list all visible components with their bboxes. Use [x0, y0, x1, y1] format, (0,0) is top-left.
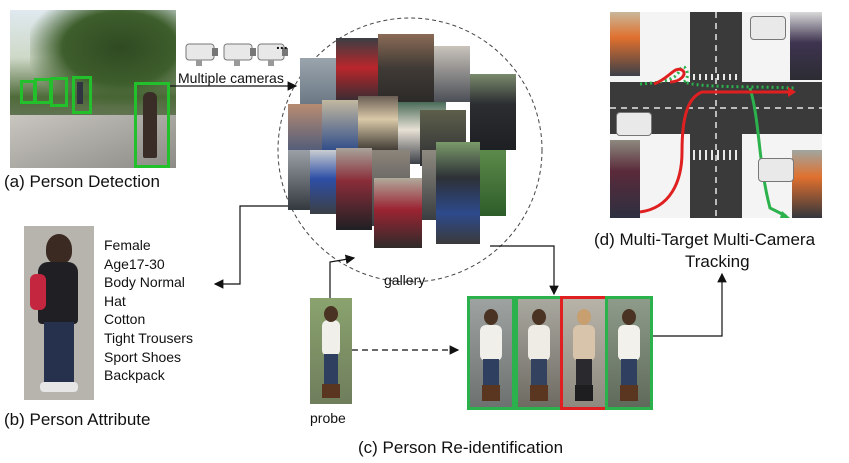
caption-tracking-line1: (d) Multi-Target Multi-Camera	[594, 230, 816, 249]
attribute-item: Cotton	[104, 311, 146, 328]
camera-ellipsis: ...	[276, 36, 288, 52]
gallery-image	[310, 150, 336, 214]
camera-icon	[616, 112, 652, 136]
detection-box	[72, 76, 92, 114]
attribute-item: Female	[104, 237, 151, 253]
caption-person-reid: (c) Person Re-identification	[358, 438, 564, 457]
attribute-item: Age17-30	[104, 255, 165, 272]
green-track	[748, 87, 787, 218]
person-body	[618, 325, 640, 361]
camera-icon	[257, 43, 288, 66]
camera-icon	[750, 16, 786, 40]
detection-box	[50, 77, 68, 107]
gallery-image	[336, 38, 378, 104]
tree-foliage	[30, 10, 176, 105]
red-arrowhead	[788, 87, 796, 97]
reid-mismatch-result	[560, 296, 608, 410]
red-track	[639, 90, 788, 214]
camera-icon	[758, 158, 794, 182]
camera-icon	[223, 43, 256, 66]
gallery-label: gallery	[384, 272, 426, 288]
detection-scene	[10, 10, 176, 168]
gallery-image	[434, 46, 470, 102]
person-legs	[621, 359, 637, 389]
tracked-person-image	[610, 140, 640, 218]
gallery-image	[470, 74, 516, 150]
person-head	[577, 309, 591, 325]
attribute-item: Sport Shoes	[104, 348, 182, 365]
green-arrowhead	[780, 211, 790, 218]
attribute-item: Body Normal	[104, 274, 185, 291]
person-head	[484, 309, 498, 325]
person-legs	[44, 322, 74, 384]
caption-person-detection: (a) Person Detection	[4, 172, 160, 191]
tracked-person-image	[792, 150, 822, 218]
pedestrian	[77, 82, 83, 104]
reid-match-result	[515, 296, 563, 410]
red-track	[653, 67, 686, 86]
person-boots	[620, 385, 638, 401]
backpack	[30, 274, 46, 310]
reid-match-result	[605, 296, 653, 410]
person-boots	[575, 385, 593, 401]
person-boots	[322, 384, 340, 398]
gallery-image	[436, 142, 480, 244]
person-body	[480, 325, 502, 361]
detection-box	[134, 82, 170, 168]
person-head	[46, 234, 72, 264]
gallery-image	[288, 150, 310, 210]
person-boots	[482, 385, 500, 401]
person-legs	[576, 359, 592, 389]
tracked-person-image	[790, 12, 822, 80]
attribute-list: Female Age17-30 Body Normal Hat Cotton T…	[104, 236, 193, 385]
person-legs	[483, 359, 499, 389]
gallery-circle	[277, 17, 543, 283]
gallery-image	[374, 178, 422, 248]
probe-label: probe	[310, 410, 346, 426]
gallery-image	[322, 100, 358, 152]
tracking-scene	[610, 12, 822, 218]
person-body	[322, 320, 340, 356]
person-shoes	[40, 382, 78, 392]
multiple-cameras-label: Multiple cameras	[178, 70, 284, 86]
gallery-image	[288, 104, 322, 154]
person-body	[573, 325, 595, 361]
attribute-item: Backpack	[104, 367, 165, 384]
attribute-item: Hat	[104, 292, 126, 309]
gallery-image	[336, 148, 372, 230]
tracked-person-image	[610, 12, 640, 76]
caption-tracking-line2: Tracking	[685, 252, 750, 271]
attribute-person-image	[24, 226, 94, 400]
gallery-image	[480, 150, 506, 216]
probe-image	[310, 298, 352, 404]
caption-person-attribute: (b) Person Attribute	[4, 410, 151, 429]
person-head	[622, 309, 636, 325]
person-legs	[531, 359, 547, 389]
pedestrian	[143, 92, 157, 158]
person-head	[532, 309, 546, 325]
reid-match-result	[467, 296, 515, 410]
gallery-image	[358, 96, 398, 154]
person-legs	[324, 354, 338, 388]
person-boots	[530, 385, 548, 401]
person-head	[324, 306, 338, 322]
person-body	[528, 325, 550, 361]
camera-icon	[185, 43, 218, 66]
attribute-item: Tight Trousers	[104, 329, 193, 346]
